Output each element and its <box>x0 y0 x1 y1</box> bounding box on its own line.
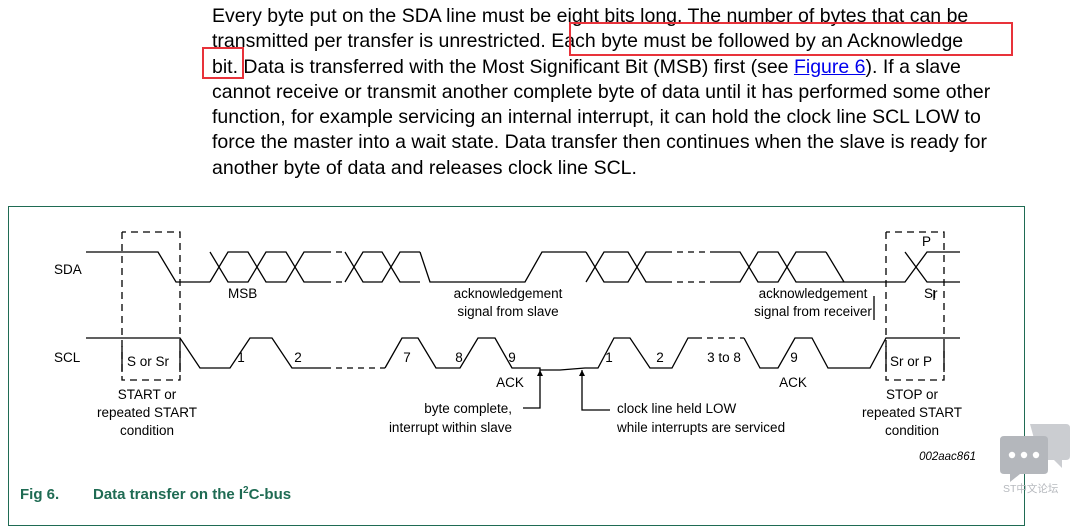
clock-number: 2 <box>294 350 302 365</box>
byte-complete-marker <box>523 370 541 409</box>
clock-number: 9 <box>508 350 516 365</box>
clock-number: 9 <box>790 350 798 365</box>
stop-condition-label: repeated START <box>862 405 962 420</box>
clock-held-label: clock line held LOW <box>617 401 737 416</box>
timing-diagram: SDA SCL P Sr MSB acknowledgement signal … <box>54 231 976 463</box>
caption-title: Data transfer on the I2C-bus <box>93 485 292 503</box>
ack-slave-label: signal from slave <box>457 304 558 319</box>
paragraph-line: force the master into a wait state. Data… <box>212 131 987 154</box>
clock-number: 1 <box>237 350 245 365</box>
scl-waveform <box>384 337 696 371</box>
chat-bubbles-icon <box>1000 424 1070 482</box>
paragraph-line: bit. Data is transferred with the Most S… <box>212 55 961 78</box>
start-bracket <box>121 231 181 381</box>
sda-waveform <box>716 251 826 283</box>
paragraph-line: transmitted per transfer is unrestricted… <box>212 30 964 53</box>
scl-waveform <box>86 337 325 369</box>
ack-receiver-label: acknowledgement <box>759 286 868 301</box>
sda-waveform <box>86 251 210 283</box>
clock-held-marker <box>581 370 610 411</box>
sda-waveform <box>209 251 325 283</box>
highlight-box <box>202 47 244 79</box>
paragraph-line: cannot receive or transmit another compl… <box>212 80 991 103</box>
clock-number: 7 <box>403 350 411 365</box>
sda-ack-waveform <box>419 251 586 283</box>
stop-condition-label: condition <box>885 423 939 438</box>
p-label: P <box>922 234 931 249</box>
sda-waveform <box>825 251 960 283</box>
byte-complete-label: interrupt within slave <box>389 420 512 435</box>
body-paragraph: Every byte put on the SDA line must be e… <box>212 4 1052 181</box>
sda-label: SDA <box>54 262 82 277</box>
clock-number: 8 <box>455 350 463 365</box>
figure-code: 002aac861 <box>919 451 976 463</box>
scl-label: SCL <box>54 350 81 365</box>
msb-label: MSB <box>228 286 257 301</box>
sr-label: Sr <box>924 286 938 301</box>
clock-number: 3 to 8 <box>707 350 741 365</box>
sda-waveform <box>344 251 420 283</box>
sda-waveform <box>666 251 716 283</box>
sda-waveform <box>325 251 345 283</box>
ack-receiver-label: signal from receiver <box>754 304 872 319</box>
clock-number: 2 <box>656 350 664 365</box>
scl-waveform <box>743 337 960 369</box>
start-condition-label: condition <box>120 423 174 438</box>
clock-number: 1 <box>605 350 613 365</box>
sr-or-p-label: Sr or P <box>890 354 932 369</box>
start-condition-label: START or <box>118 387 177 402</box>
caption-number: Fig 6. <box>20 486 60 503</box>
s-or-sr-label: S or Sr <box>127 354 170 369</box>
highlight-box <box>569 22 1013 56</box>
paragraph-line: function, for example servicing an inter… <box>212 106 981 129</box>
start-condition-label: repeated START <box>97 405 197 420</box>
stop-condition-label: STOP or <box>886 387 939 402</box>
watermark-text: ST中文论坛 <box>1003 483 1059 495</box>
paragraph-line: another byte of data and releases clock … <box>212 156 637 179</box>
ack-label: ACK <box>496 375 524 390</box>
figure-6-link[interactable]: Figure 6 <box>793 55 866 78</box>
clock-held-label: while interrupts are serviced <box>616 420 785 435</box>
byte-complete-label: byte complete, <box>424 401 512 416</box>
paragraph-line: Every byte put on the SDA line must be e… <box>212 5 969 27</box>
sda-waveform <box>585 251 666 283</box>
ack-slave-label: acknowledgement <box>454 286 563 301</box>
figure-caption: Fig 6. Data transfer on the I2C-bus <box>20 485 291 503</box>
ack-label: ACK <box>779 375 807 390</box>
stop-bracket <box>885 231 945 381</box>
